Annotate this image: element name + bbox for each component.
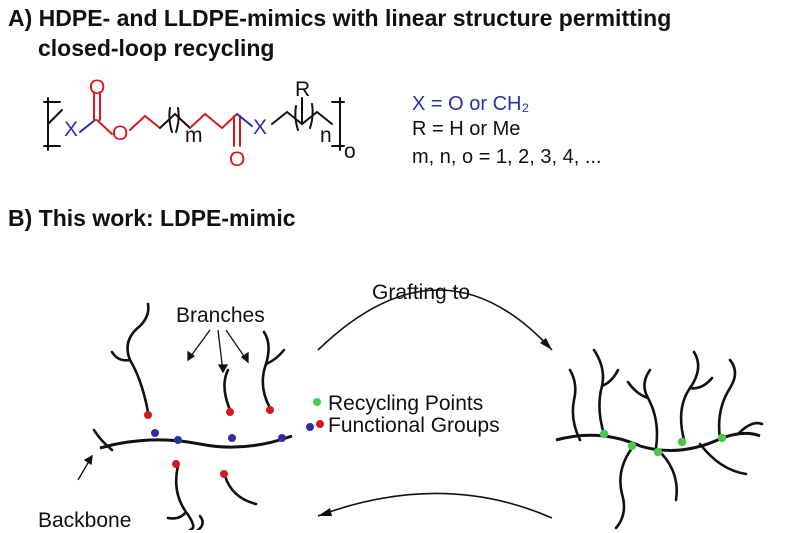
legend-r-definition: R = H or Me — [412, 118, 521, 140]
formula-o-subscript: o — [344, 140, 356, 163]
section-b-title: B) This work: LDPE-mimic — [8, 205, 296, 231]
chain-bond — [189, 112, 223, 129]
right-branches — [568, 348, 764, 530]
functional-group-red — [266, 406, 274, 414]
section-a-title-line2: closed-loop recycling — [38, 35, 275, 61]
right-bracket — [331, 97, 345, 151]
carbonyl-double-bond — [233, 115, 241, 147]
chain-bond — [96, 119, 113, 135]
functional-group-red — [220, 470, 228, 478]
left-bracket — [43, 97, 61, 151]
repeat-mark — [168, 107, 173, 133]
functional-group-blue — [151, 429, 159, 437]
recycling-point — [599, 429, 609, 439]
grafting-label: Grafting to — [372, 281, 471, 304]
recycling-point — [717, 433, 727, 443]
branches-pointers — [77, 329, 249, 481]
repeat-mark — [175, 107, 180, 133]
carbonyl-double-bond — [93, 91, 101, 121]
formula-x-mid: X — [253, 116, 267, 139]
chain-bond — [47, 109, 63, 125]
formula-carbonyl-o1: O — [89, 76, 105, 99]
grafting-arrow — [317, 289, 553, 351]
chain-bond — [79, 119, 96, 133]
functional-group-red — [172, 460, 180, 468]
legend-x-definition: X = O or CH₂ — [412, 93, 530, 115]
functional-groups-label: Functional Groups — [328, 414, 500, 437]
branches-label: Branches — [176, 304, 265, 327]
recycling-points-label: Recycling Points — [328, 392, 484, 415]
formula-x-left: X — [64, 118, 78, 141]
repeat-mark — [294, 105, 299, 131]
formula-m-subscript: m — [185, 124, 203, 147]
repeat-mark — [309, 103, 314, 129]
formula-carbonyl-o2: O — [229, 148, 245, 171]
left-backbone — [99, 434, 293, 450]
right-recycling-points — [599, 429, 727, 457]
recycling-arrow-head — [318, 508, 332, 516]
repeat-unit-formula — [43, 91, 345, 151]
functional-group-red — [226, 408, 234, 416]
formula-n-subscript: n — [320, 124, 332, 147]
formula-r-substituent: R — [295, 78, 310, 101]
chain-bond — [129, 114, 161, 131]
grafting-arrow-head — [540, 338, 552, 350]
functional-group-blue — [278, 434, 286, 442]
legend-indices-definition: m, n, o = 1, 2, 3, 4, ... — [412, 146, 602, 168]
recycling-point — [677, 437, 687, 447]
left-functional-groups — [144, 406, 286, 478]
backbone-label: Backbone — [38, 509, 132, 532]
recycling-point — [627, 441, 637, 451]
functional-group-blue — [174, 436, 182, 444]
functional-group-red — [144, 411, 152, 419]
recycling-point — [653, 447, 663, 457]
recycling-arrow — [317, 492, 553, 519]
left-branches — [92, 302, 286, 530]
functional-group-blue — [228, 434, 236, 442]
legend-red-dot — [316, 420, 324, 428]
chain-bond — [159, 112, 191, 129]
legend-blue-dot — [306, 423, 314, 431]
chain-bond — [236, 113, 253, 127]
section-a-title-line1: A) HDPE- and LLDPE-mimics with linear st… — [8, 5, 672, 31]
formula-ester-o: O — [112, 122, 128, 145]
legend-green-dot — [313, 398, 321, 406]
